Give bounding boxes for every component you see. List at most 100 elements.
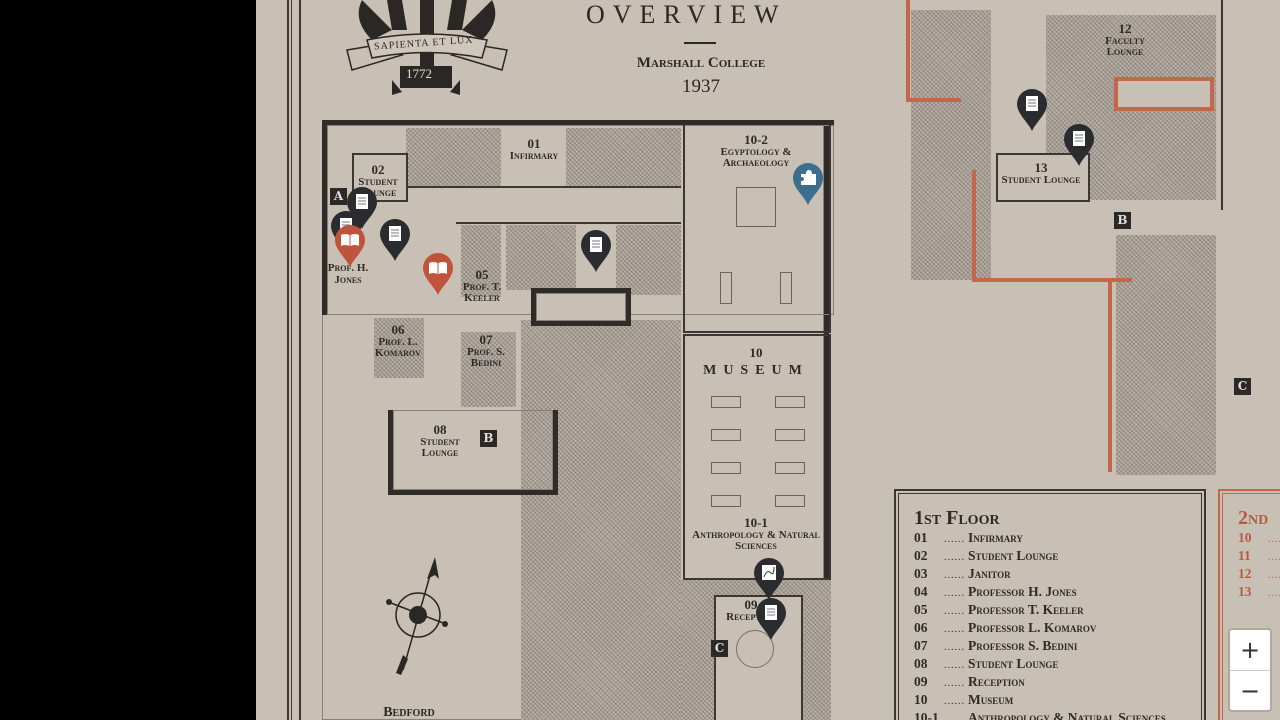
room-hatch xyxy=(406,128,501,186)
floor1-outer-wall xyxy=(322,120,829,720)
room-hatch xyxy=(506,225,576,290)
legend-item-number: 11 xyxy=(1238,548,1251,563)
floor2-red-wall xyxy=(906,98,961,102)
floor2-room-13-wall xyxy=(996,153,1090,202)
legend-floor1-item: 10-1... Anthropology & Natural Sciences xyxy=(914,710,1204,720)
room-hatch xyxy=(461,332,516,407)
room-04-label: Prof. H. Jones xyxy=(327,262,369,286)
corridor-wall xyxy=(456,222,681,224)
display-case xyxy=(736,187,776,227)
map-marker[interactable] xyxy=(753,557,785,601)
legend-floor1-item: 10......Museum xyxy=(914,692,1204,710)
legend-item-dots: ...... xyxy=(1268,588,1280,599)
stairs-c-badge-floor2: C xyxy=(1234,378,1251,395)
legend-floor1-item: 08......Student Lounge xyxy=(914,656,1204,674)
puzzle-marker[interactable] xyxy=(792,162,824,206)
document-icon xyxy=(581,230,611,272)
legend-floor1-item: 02......Student Lounge xyxy=(914,548,1204,566)
floor2-red-block xyxy=(1114,77,1214,111)
reception-desk xyxy=(736,630,774,668)
stairs-a-badge: A xyxy=(330,188,347,205)
map-viewport[interactable]: SAPIENTA ET LUX 1772 OVERVIEW Marshall C… xyxy=(256,0,1280,720)
display-case xyxy=(780,272,792,304)
floor2-red-wall xyxy=(1108,280,1112,472)
book-marker[interactable] xyxy=(422,252,454,296)
legend-item-dots: ...... xyxy=(944,606,965,617)
legend-item-name: Janitor xyxy=(968,566,1011,581)
document-marker[interactable] xyxy=(346,186,378,230)
legend-item-dots: ...... xyxy=(944,552,965,563)
egyptology-wall xyxy=(683,125,831,333)
display-case xyxy=(775,462,805,474)
room-02-wall xyxy=(352,153,408,202)
legend-item-name: Anthropology & Natural Sciences xyxy=(968,710,1166,720)
legend-item-number: 08 xyxy=(914,656,928,671)
document-marker[interactable] xyxy=(1063,123,1095,167)
floor2-red-wall xyxy=(972,170,976,282)
legend-item-number: 12 xyxy=(1238,566,1252,581)
map-border xyxy=(287,0,301,720)
legend-floor1-item: 03......Janitor xyxy=(914,566,1204,584)
book-marker[interactable] xyxy=(334,224,366,268)
legend-item-name: Museum xyxy=(968,692,1014,707)
page-title: OVERVIEW xyxy=(586,0,787,29)
room-hatch xyxy=(461,225,501,297)
document-icon xyxy=(1064,124,1094,166)
legend-floor1-item: 05......Professor T. Keeler xyxy=(914,602,1204,620)
floor2-hatch xyxy=(1116,235,1216,475)
legend-item-name: Professor L. Komarov xyxy=(968,620,1097,635)
display-case xyxy=(775,495,805,507)
display-case xyxy=(720,272,732,304)
floor2-red-wall xyxy=(906,0,910,100)
zoom-control: + − xyxy=(1230,630,1270,710)
legend-floor2-item: 10...... xyxy=(1238,530,1280,548)
zoom-out-button[interactable]: − xyxy=(1230,670,1270,710)
document-marker[interactable] xyxy=(580,229,612,273)
display-case xyxy=(711,429,741,441)
crest-founded: 1772 xyxy=(406,66,432,81)
book-icon xyxy=(335,225,365,267)
street-label: Bedford xyxy=(383,705,435,720)
legend-item-number: 10-1 xyxy=(914,710,939,720)
legend-item-number: 07 xyxy=(914,638,928,653)
puzzle-icon xyxy=(793,163,823,205)
floor2-red-wall xyxy=(972,278,1132,282)
document-marker[interactable] xyxy=(379,218,411,262)
document-icon xyxy=(347,187,377,229)
legend-item-dots: ... xyxy=(944,714,955,720)
document-marker[interactable] xyxy=(755,597,787,641)
room-hatch xyxy=(566,128,681,186)
legend-item-dots: ...... xyxy=(944,660,965,671)
legend-item-number: 10 xyxy=(1238,530,1252,545)
legend-item-name: Student Lounge xyxy=(968,656,1059,671)
zoom-in-button[interactable]: + xyxy=(1239,636,1261,664)
document-icon xyxy=(756,598,786,640)
legend-floor2-title: 2nd xyxy=(1238,507,1269,529)
legend-item-dots: ...... xyxy=(944,642,965,653)
legend-item-number: 02 xyxy=(914,548,928,563)
legend-item-number: 01 xyxy=(914,530,928,545)
legend-item-name: Professor S. Bedini xyxy=(968,638,1078,653)
legend-floor2-item: 11...... xyxy=(1238,548,1280,566)
legend-floor1-item: 06......Professor L. Komarov xyxy=(914,620,1204,638)
legend-item-dots: ...... xyxy=(1268,552,1280,563)
legend-item-dots: ...... xyxy=(944,534,965,545)
legend-item-number: 05 xyxy=(914,602,928,617)
display-case xyxy=(775,429,805,441)
display-case xyxy=(711,462,741,474)
legend-item-number: 13 xyxy=(1238,584,1252,599)
document-marker[interactable] xyxy=(1016,88,1048,132)
room-hatch xyxy=(374,318,424,378)
legend-floor1-item: 01......Infirmary xyxy=(914,530,1204,548)
stairs-c-badge: C xyxy=(711,640,728,657)
legend-floor1-item: 04......Professor H. Jones xyxy=(914,584,1204,602)
